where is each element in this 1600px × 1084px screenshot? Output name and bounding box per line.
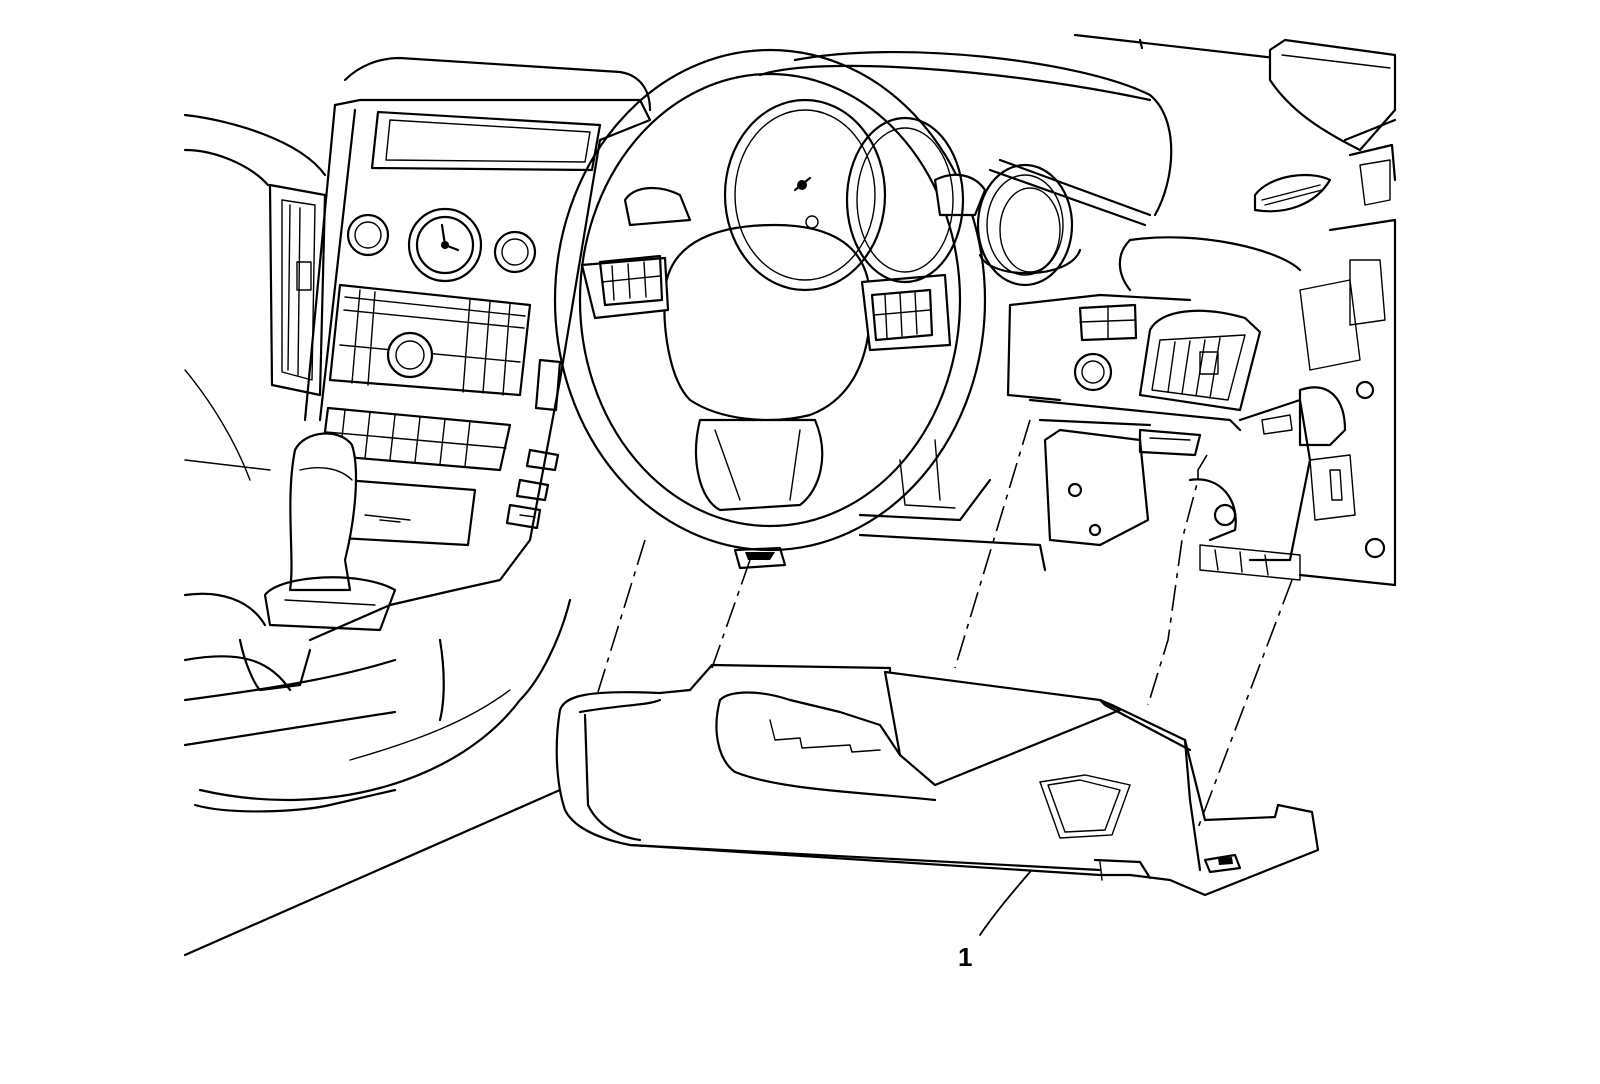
center-console (268, 56, 652, 642)
knee-bolster-panel (555, 663, 1320, 897)
instrument-cluster (723, 51, 1173, 292)
callout-1: 1 (958, 871, 1031, 972)
callout-1-leader (979, 871, 1031, 936)
alignment-lines (597, 419, 1293, 829)
callout-1-label: 1 (958, 942, 972, 972)
right-dash (733, 33, 1397, 587)
left-door-panel (183, 113, 572, 957)
steering-wheel (553, 48, 987, 552)
gear-shifter (238, 432, 397, 692)
